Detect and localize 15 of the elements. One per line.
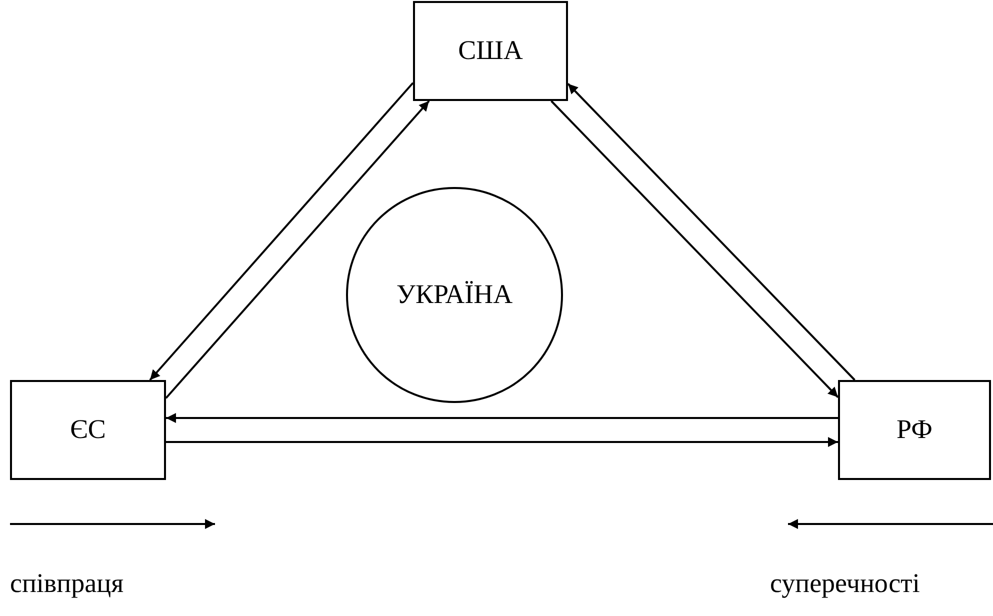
node-label: РФ (896, 413, 932, 446)
box-node (413, 1, 568, 101)
node-label: США (458, 34, 523, 68)
arrow (149, 82, 414, 381)
arrow (165, 100, 430, 399)
node-label: ЄС (70, 413, 106, 446)
arrow (550, 100, 839, 398)
arrow (166, 413, 838, 423)
box-node (838, 380, 991, 480)
box-node (10, 380, 166, 480)
arrow (567, 83, 856, 381)
legend-label: співпраця (10, 570, 124, 597)
legend-label: суперечності (770, 570, 920, 597)
arrow (166, 437, 838, 447)
node-label: УКРАЇНА (396, 278, 513, 312)
